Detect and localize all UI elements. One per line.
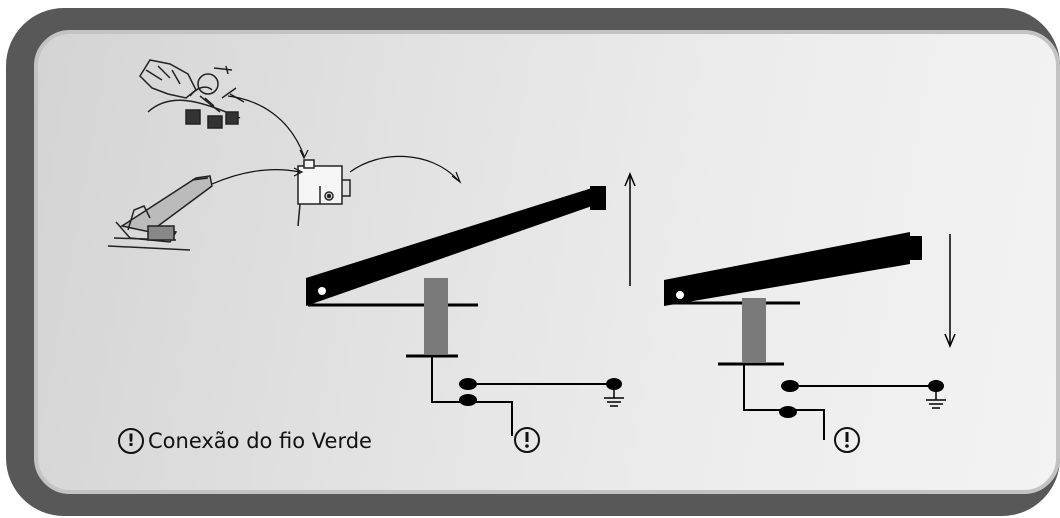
dashboard-sketch (139, 59, 245, 129)
lever-raised-assembly (306, 172, 636, 453)
ground-icon (926, 392, 946, 409)
lever-pivot-hole (318, 287, 326, 295)
plunger (424, 278, 448, 354)
legend-text: Conexão do fio Verde (148, 429, 372, 453)
switch-sketch (297, 159, 351, 227)
pointer-arrows (211, 95, 462, 185)
handbrake-sketch (107, 175, 213, 251)
lever-lowered (664, 232, 910, 306)
lever-lowered-assembly (664, 232, 956, 453)
arrow-up-icon (624, 172, 636, 286)
exclamation-circle-icon (514, 427, 540, 453)
lever-pivot-hole (676, 291, 684, 299)
exclamation-circle-icon (834, 427, 860, 453)
legend-caption: ! Conexão do fio Verde (118, 428, 372, 454)
plunger (742, 298, 766, 362)
lever-raised (306, 188, 592, 306)
arrow-down-icon (944, 234, 956, 348)
exclamation-circle-icon: ! (118, 428, 144, 454)
ground-icon (604, 390, 624, 407)
